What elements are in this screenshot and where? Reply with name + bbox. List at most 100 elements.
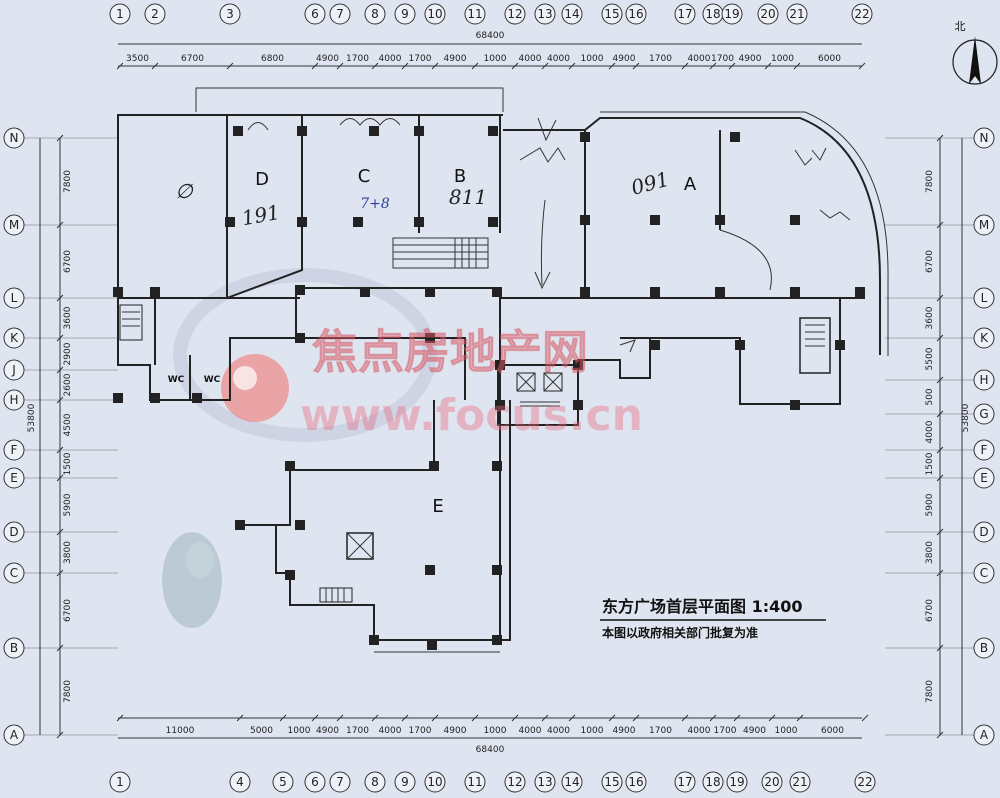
bottom-axis-18: 18 [702, 771, 724, 793]
column [414, 126, 424, 136]
wc-label-left: WC [168, 375, 185, 385]
svg-text:H: H [979, 373, 988, 387]
e-elevator [346, 532, 374, 560]
bottom-dim: 6000 [821, 726, 844, 736]
svg-text:17: 17 [677, 775, 692, 789]
svg-text:L: L [981, 291, 988, 305]
column [855, 287, 865, 297]
right-dim: 1500 [925, 452, 935, 475]
column [425, 333, 435, 343]
room-b-label: B [454, 166, 466, 187]
bottom-dim: 4900 [316, 726, 339, 736]
column [580, 215, 590, 225]
svg-text:K: K [980, 331, 989, 345]
svg-text:13: 13 [537, 775, 552, 789]
svg-text:D: D [979, 525, 988, 539]
right-dim: 3600 [925, 306, 935, 329]
column [492, 565, 502, 575]
bottom-dim: 1700 [409, 726, 432, 736]
column [580, 287, 590, 297]
column [150, 287, 160, 297]
hand-arrows [534, 117, 827, 353]
svg-text:21: 21 [789, 7, 804, 21]
right-axis-H: H [973, 369, 995, 391]
top-dim: 4000 [379, 54, 402, 64]
top-total-dim: 68400 [476, 31, 505, 41]
column [735, 340, 745, 350]
top-dim: 1700 [409, 54, 432, 64]
column [835, 340, 845, 350]
svg-text:E: E [10, 471, 18, 485]
bottom-axis-21: 21 [789, 771, 811, 793]
top-dim: 1000 [484, 54, 507, 64]
column [425, 287, 435, 297]
bottom-axis-1: 1 [109, 771, 131, 793]
left-axis-C: C [3, 562, 25, 584]
column [235, 520, 245, 530]
left-dim: 1500 [63, 452, 73, 475]
handwritten-left-note: ∅ [175, 179, 194, 203]
left-dim: 3800 [63, 541, 73, 564]
svg-text:7: 7 [336, 7, 344, 21]
svg-text:J: J [11, 363, 16, 377]
svg-text:12: 12 [507, 7, 522, 21]
column [715, 215, 725, 225]
right-axis-G: G [973, 403, 995, 425]
column [429, 461, 439, 471]
bottom-axis-20: 20 [761, 771, 783, 793]
bottom-dim: 4900 [743, 726, 766, 736]
svg-text:N: N [980, 131, 989, 145]
svg-text:F: F [981, 443, 988, 457]
bottom-axis-12: 12 [504, 771, 526, 793]
top-axis-3: 3 [219, 3, 241, 25]
room-e-label: E [432, 496, 443, 517]
svg-text:N: N [10, 131, 19, 145]
left-axis-E: E [3, 467, 25, 489]
column [495, 400, 505, 410]
right-dimensions: 7800670036005500500400015005900380067007… [925, 170, 935, 703]
top-axis-10: 10 [424, 3, 446, 25]
right-axis-F: F [973, 439, 995, 461]
bottom-dim: 5000 [250, 726, 273, 736]
svg-text:11: 11 [467, 7, 482, 21]
top-axis-9: 9 [394, 3, 416, 25]
left-dim: 6700 [63, 250, 73, 273]
top-axis-2: 2 [144, 3, 166, 25]
svg-text:20: 20 [764, 775, 779, 789]
top-dim: 1700 [711, 54, 734, 64]
column [295, 333, 305, 343]
left-axis-H: H [3, 389, 25, 411]
top-dim: 6800 [261, 54, 284, 64]
top-axis-16: 16 [625, 3, 647, 25]
column [488, 217, 498, 227]
top-axis-6: 6 [304, 3, 326, 25]
left-axis-M: M [3, 214, 25, 236]
svg-text:9: 9 [401, 775, 409, 789]
column [233, 126, 243, 136]
column [650, 215, 660, 225]
handwritten-c-note: 7+8 [360, 196, 390, 212]
bottom-dim: 4900 [613, 726, 636, 736]
top-dim: 1000 [771, 54, 794, 64]
svg-text:8: 8 [371, 7, 379, 21]
right-dim: 7800 [925, 680, 935, 703]
column [297, 126, 307, 136]
plan-title: 东方广场首层平面图 1:400 [602, 597, 803, 616]
svg-text:8: 8 [371, 775, 379, 789]
left-dim: 4500 [63, 413, 73, 436]
svg-text:22: 22 [854, 7, 869, 21]
bottom-axis-17: 17 [674, 771, 696, 793]
building-walls [117, 87, 889, 653]
column [369, 126, 379, 136]
bottom-axis-11: 11 [464, 771, 486, 793]
svg-text:E: E [980, 471, 988, 485]
svg-text:L: L [11, 291, 18, 305]
structural-columns [113, 126, 865, 650]
top-dimension-lines: 68400 [116, 31, 866, 70]
column [295, 285, 305, 295]
top-axis-17: 17 [674, 3, 696, 25]
column [113, 393, 123, 403]
